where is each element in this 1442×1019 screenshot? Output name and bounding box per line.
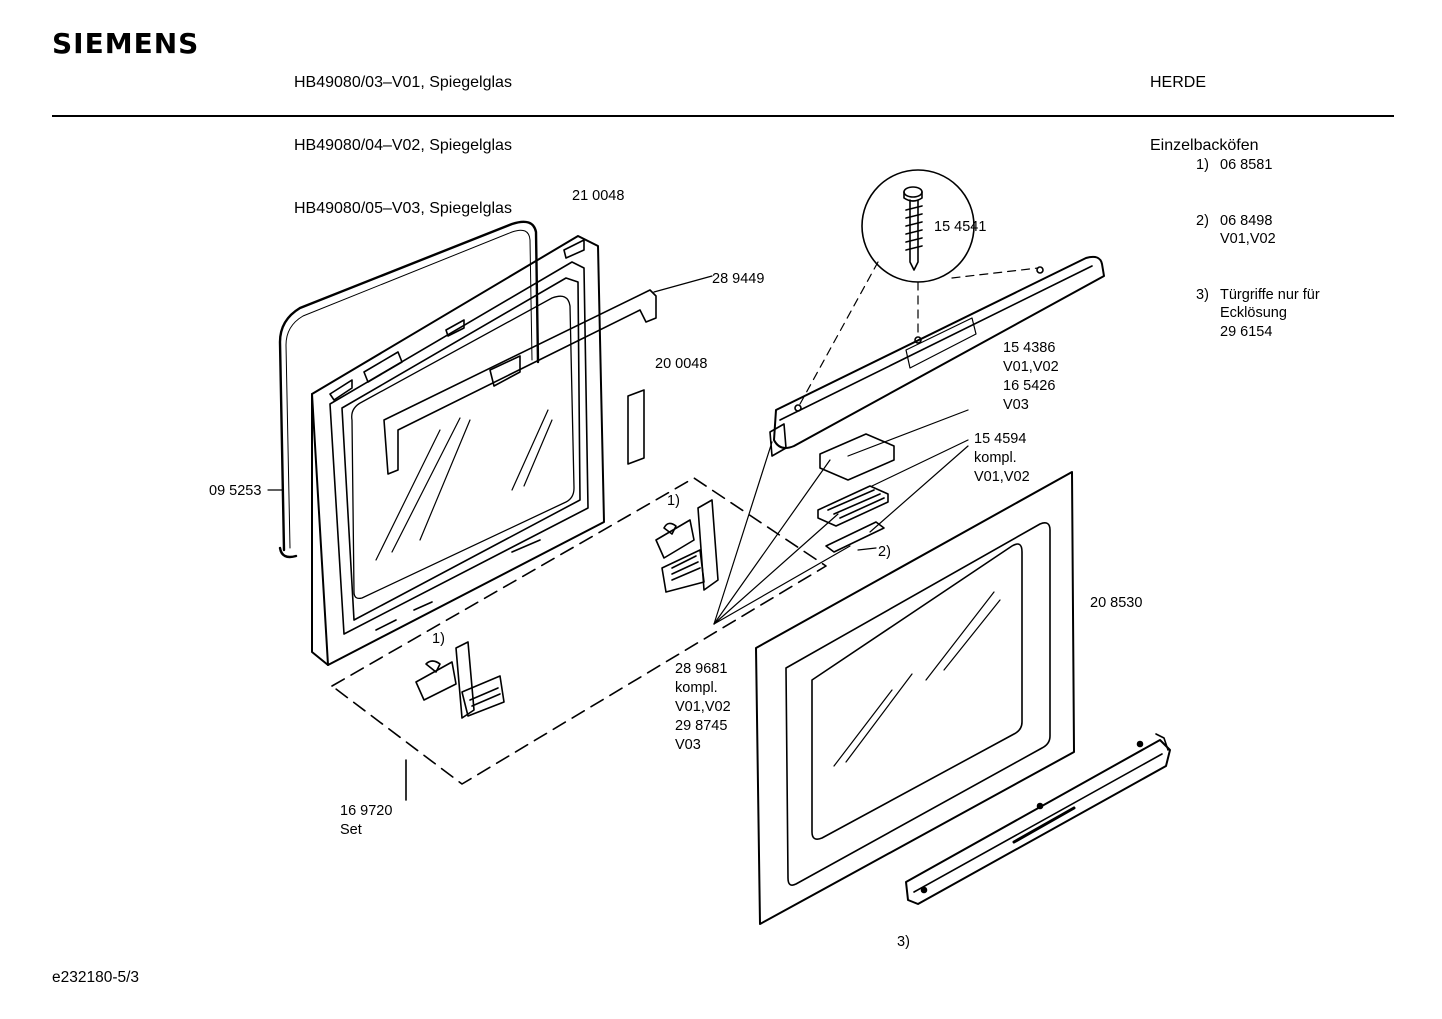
screw-leaders [799,261,1039,405]
door-handle [905,733,1171,905]
part-label-inner-frame: 21 0048 [572,188,625,204]
category-block: HERDE Einzelbacköfen [1150,30,1259,177]
hinge-upper [655,499,719,593]
drawing-id: e232180-5/3 [52,969,140,986]
part-label-clip-set: 15 4594 kompl. V01,V02 [974,431,1030,485]
retaining-bracket [383,289,657,475]
part-label-note2: 2) [878,544,891,560]
model-list: HB49080/03–V01, Spiegelglas HB49080/04–V… [294,30,512,240]
category: HERDE [1150,74,1207,91]
seal-strip [627,389,645,465]
part-label-screw: 15 4541 [934,219,987,235]
part-label-outer-glass: 20 8530 [1090,595,1143,611]
part-label-hinge-upper: 1) [667,493,680,509]
part-label-hinge-lower: 1) [432,631,445,647]
top-profile [769,255,1105,457]
brand-logo: SIEMENS [52,27,200,60]
part-label-door-set: 28 9681 kompl. V01,V02 29 8745 V03 [675,661,731,753]
hinge-outline-dashed [331,477,827,801]
part-label-strip: 20 0048 [655,356,708,372]
header-rule [52,115,1394,117]
hinge-lower [415,641,505,719]
subcategory: Einzelbacköfen [1150,137,1259,154]
part-label-hinge-set: 16 9720 Set [340,803,393,838]
door-gasket [278,220,540,559]
model-line: HB49080/05–V03, Spiegelglas [294,200,512,217]
part-label-top-profile: 15 4386 V01,V02 16 5426 V03 [1003,340,1059,413]
note-item: 1) 06 8581 [1196,157,1273,173]
leader-lines [267,275,969,625]
part-label-gasket: 09 5253 [209,483,262,499]
part-label-bracket: 28 9449 [712,271,765,287]
part-label-handle: 3) [897,934,910,950]
inner-door-frame [311,235,605,666]
model-line: HB49080/04–V02, Spiegelglas [294,137,512,154]
clip-parts [817,433,895,553]
outer-glass-panel [755,471,1075,925]
model-line: HB49080/03–V01, Spiegelglas [294,74,512,91]
